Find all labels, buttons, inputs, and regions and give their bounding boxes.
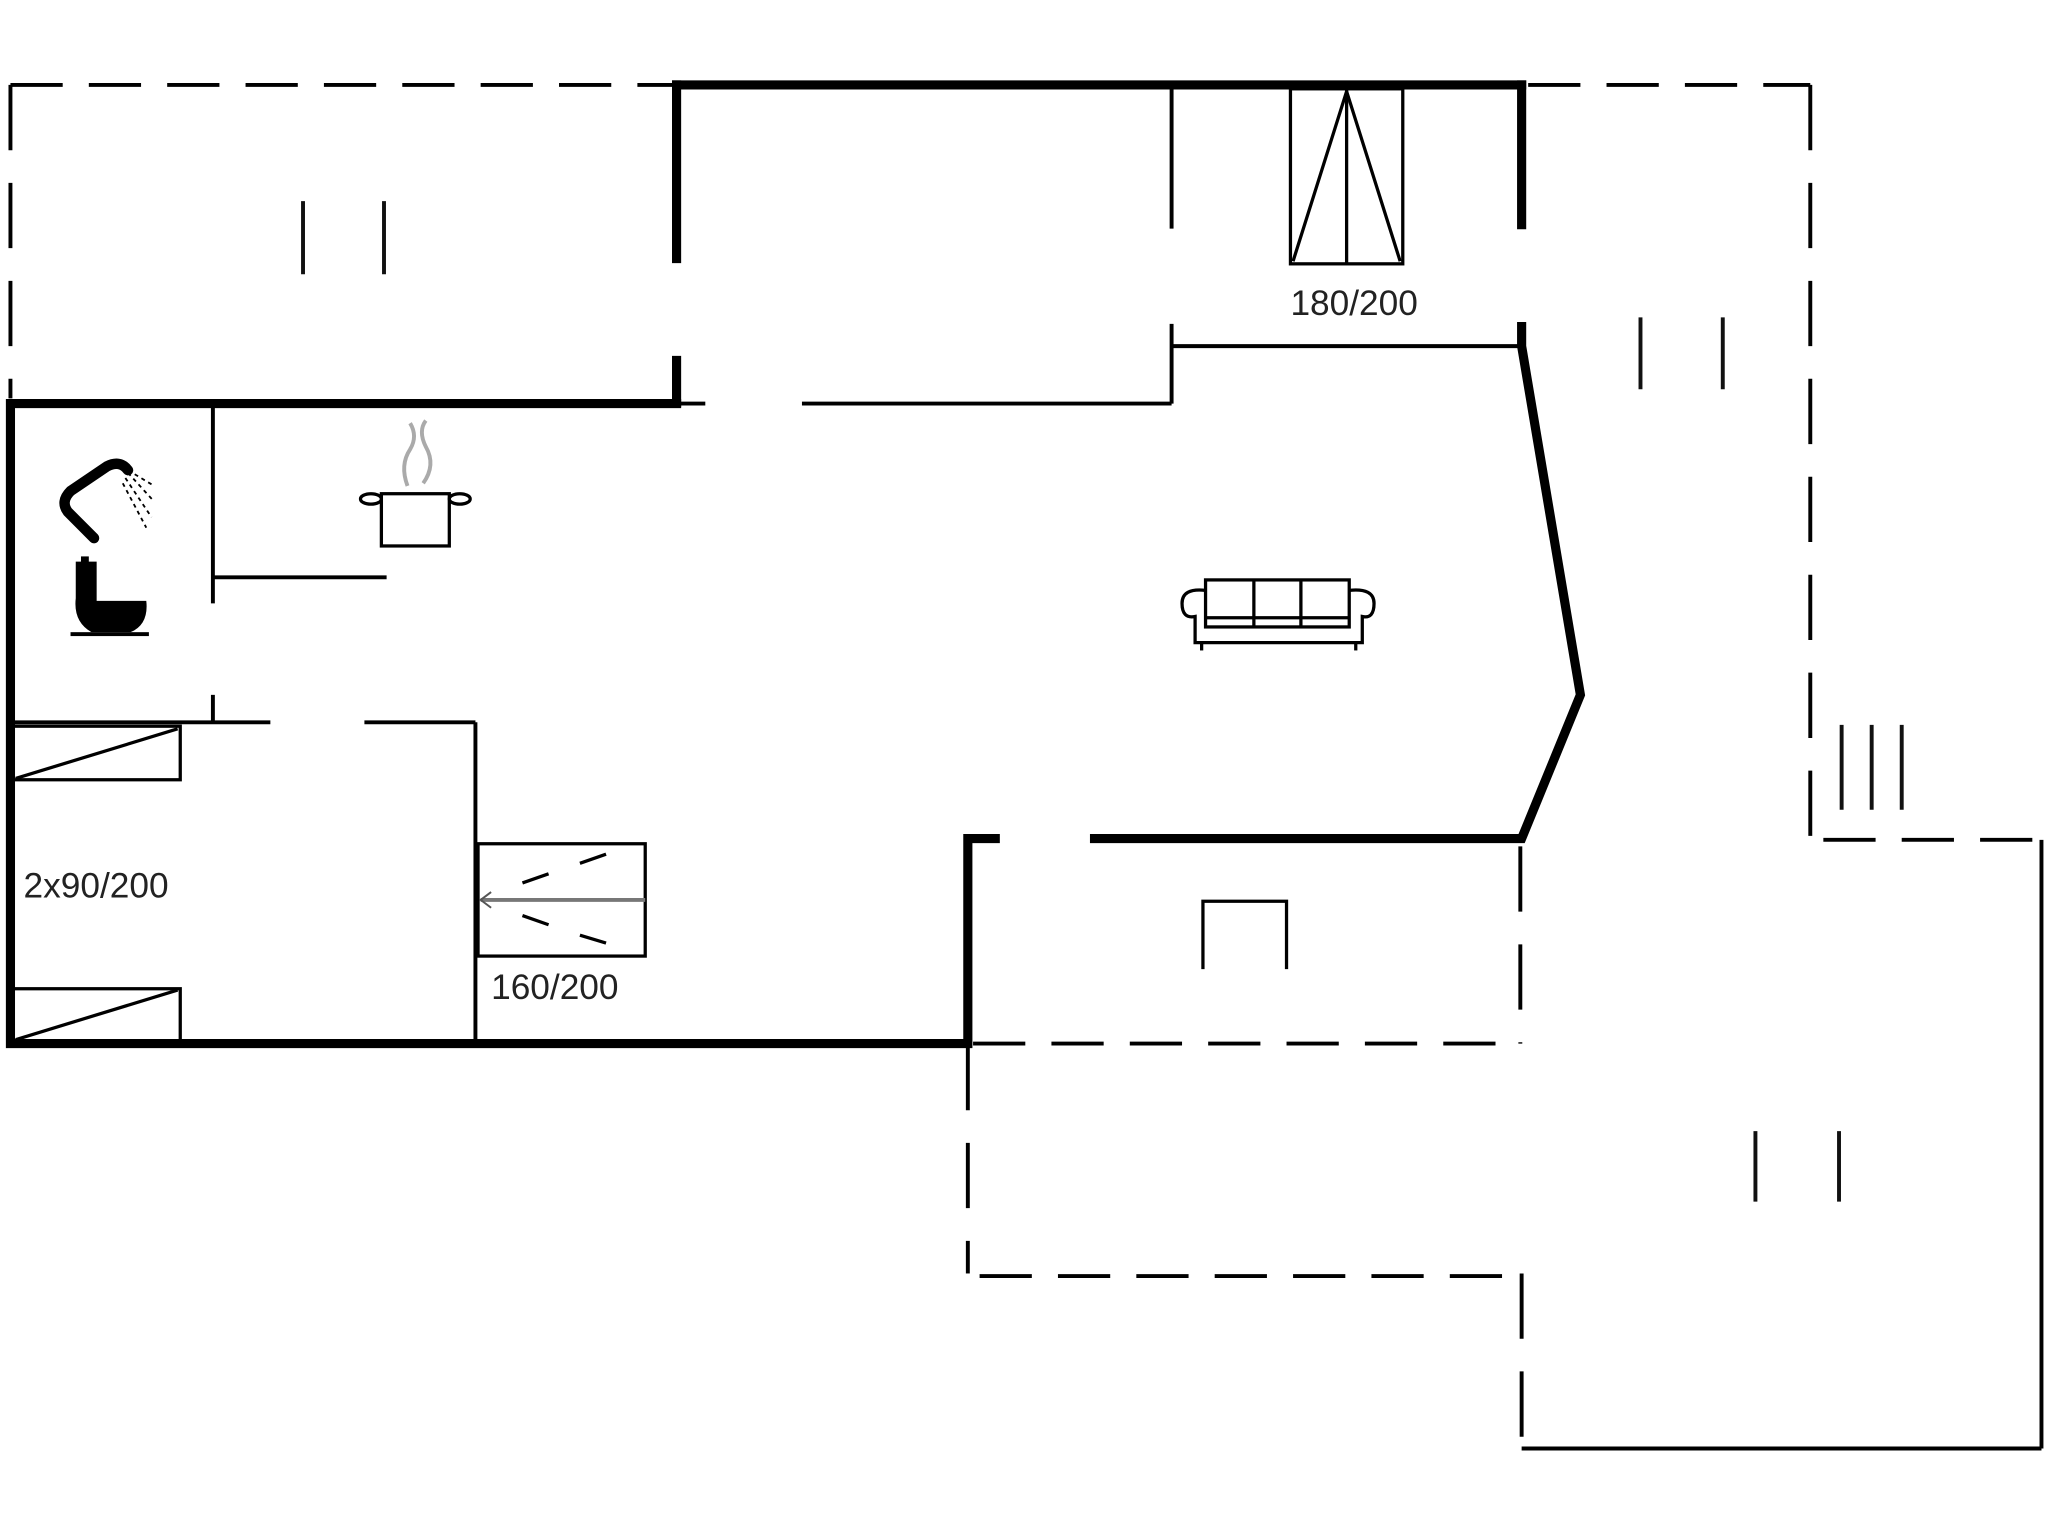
shower-icon (59, 458, 155, 544)
exterior-walls (5, 80, 1586, 1049)
bed-160-200 (476, 842, 647, 958)
bed-2x90-label: 2x90/200 (24, 866, 169, 905)
interior-walls (10, 84, 1522, 1044)
fireplace-icon (1201, 899, 1289, 970)
cooking-pot-icon (358, 419, 472, 548)
bed-180-label: 180/200 (1290, 284, 1417, 323)
bed-160-label: 160/200 (491, 968, 618, 1007)
terrace-outlines (8, 82, 2044, 1451)
toilet-icon (70, 556, 149, 637)
bed-180-200 (1288, 86, 1405, 266)
terrace-slat-icon (301, 201, 1904, 1202)
sofa-icon (1180, 578, 1376, 651)
bed-2x90-200 (11, 724, 182, 1043)
